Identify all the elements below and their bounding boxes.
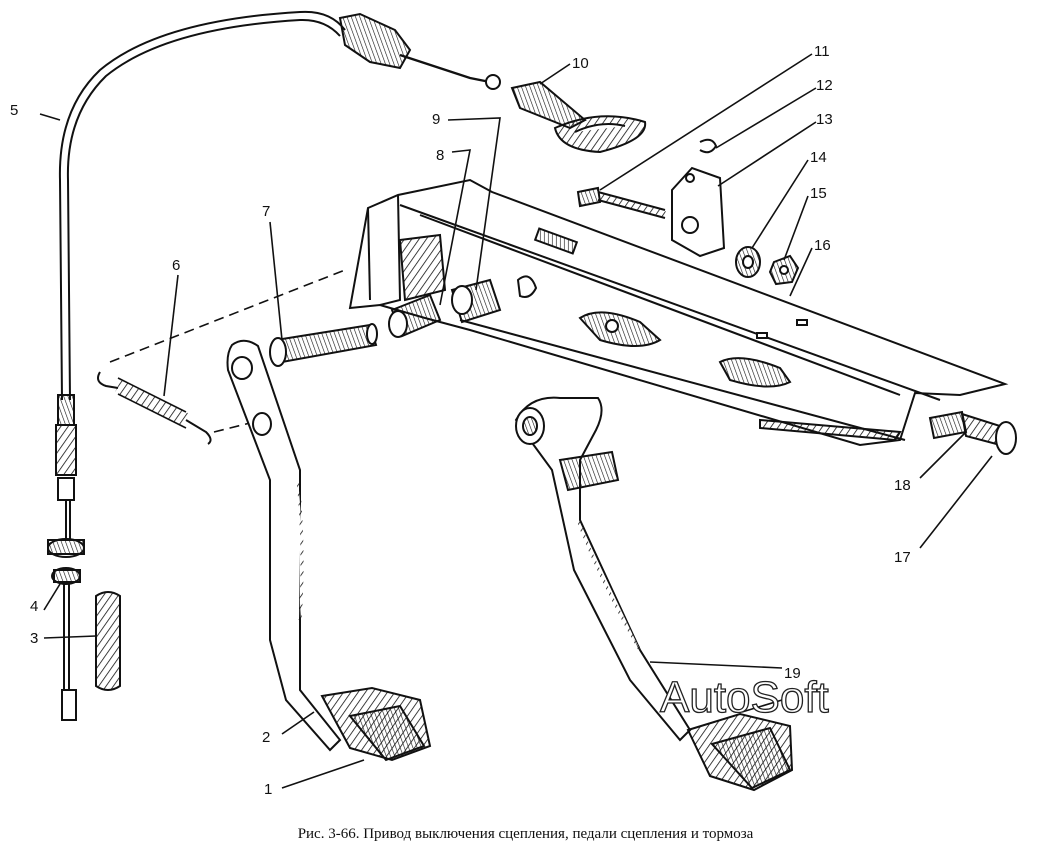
- clutch-pedal: [226, 339, 432, 762]
- callout-12: 12: [816, 77, 833, 94]
- brake-light-switch: [928, 410, 1017, 455]
- leader-lines: [39, 53, 993, 789]
- fasteners: [576, 138, 800, 286]
- callout-6: 6: [172, 257, 180, 274]
- callout-4: 4: [30, 598, 38, 615]
- callout-13: 13: [816, 111, 833, 128]
- callout-15: 15: [810, 185, 827, 202]
- brake-pedal: [514, 396, 794, 792]
- pedal-shaft: [269, 323, 378, 367]
- cable-fork: [510, 80, 647, 154]
- callout-19: 19: [784, 665, 801, 682]
- callout-7: 7: [262, 203, 270, 220]
- callout-1: 1: [264, 781, 272, 798]
- callout-labels: 1 2 3 4 5 6 7 8 9 10 11 12 13 14 15 16 1…: [10, 43, 911, 798]
- clutch-cable: [47, 10, 501, 721]
- return-spring: [97, 269, 346, 445]
- watermark: AutoSoft: [660, 673, 829, 722]
- callout-3: 3: [30, 630, 38, 647]
- callout-18: 18: [894, 477, 911, 494]
- callout-17: 17: [894, 549, 911, 566]
- callout-14: 14: [810, 149, 827, 166]
- rubber-boot: [95, 591, 121, 691]
- callout-16: 16: [814, 237, 831, 254]
- callout-10: 10: [572, 55, 589, 72]
- callout-9: 9: [432, 111, 440, 128]
- pedal-bracket: [348, 178, 1009, 447]
- pivot-bushings: [388, 275, 538, 338]
- callout-11: 11: [814, 43, 830, 60]
- callout-2: 2: [262, 729, 270, 746]
- callout-5: 5: [10, 102, 18, 119]
- figure-caption: Рис. 3-66. Привод выключения сцепления, …: [297, 826, 754, 842]
- callout-8: 8: [436, 147, 444, 164]
